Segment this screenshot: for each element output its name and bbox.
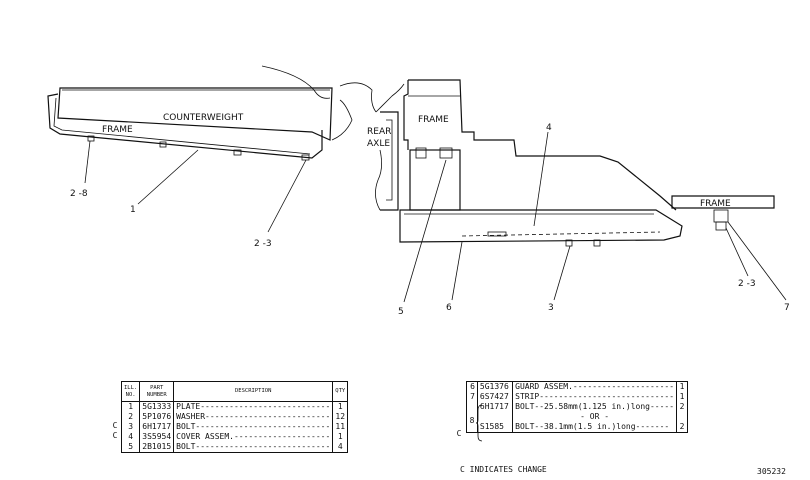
row-no: 1 [120, 401, 141, 412]
callout-2-3-left: 2 -3 [254, 239, 272, 249]
row-no: 4 [120, 432, 141, 442]
table-row: 2 5P1076 WASHER-------------------------… [120, 412, 349, 422]
row-qty: 1 [332, 401, 349, 412]
callout-2-3-right: 2 -3 [738, 279, 756, 289]
row-desc: BOLT---------------------------- [173, 422, 334, 432]
callout-1: 1 [130, 205, 136, 215]
row-part: 6S7427 [476, 392, 514, 402]
table-row: 1 5G1333 PLATE--------------------------… [120, 401, 349, 412]
counterweight-assembly [47, 65, 377, 233]
callout-3: 3 [548, 303, 554, 313]
row-qty: 1 [332, 432, 349, 442]
table-row: - OR - [466, 412, 688, 422]
table-row: 6H1717 BOLT--25.58mm(1.125 in.)long-----… [466, 402, 688, 412]
row-qty: 4 [332, 442, 349, 453]
row-desc: BOLT--38.1mm(1.5 in.)long------- [512, 422, 678, 433]
parts-table-1: ILL. NO. PART NUMBER DESCRIPTION QTY 1 5… [120, 381, 349, 453]
row-part: 5G1376 [476, 381, 514, 392]
row-desc: PLATE--------------------------- [173, 401, 334, 412]
row-qty: 2 [676, 402, 688, 412]
guard-assembly [375, 79, 787, 303]
table-header-row: ILL. NO. PART NUMBER DESCRIPTION QTY [120, 381, 349, 402]
counterweight-label: COUNTERWEIGHT [163, 113, 244, 123]
callout-4: 4 [546, 123, 552, 133]
callout-5: 5 [398, 307, 404, 317]
row-desc: STRIP---------------------------- [512, 392, 678, 402]
header-ill-no: ILL. NO. [120, 381, 141, 402]
row-no [466, 402, 478, 412]
row-qty: 12 [332, 412, 349, 422]
table-row: 7 6S7427 STRIP--------------------------… [466, 392, 688, 402]
row-desc: BOLT--25.58mm(1.125 in.)long----- [512, 402, 678, 412]
row-no: 7 [466, 392, 478, 402]
row-desc-or: - OR - [512, 412, 678, 422]
row-part [476, 412, 514, 422]
table-row: 4 3S5954 COVER ASSEM.-------------------… [120, 432, 349, 442]
row-part: 2B1015 [139, 442, 175, 453]
frame-left-label: FRAME [102, 125, 133, 135]
rear-label: REAR [367, 127, 391, 137]
change-mark-row-3: C [112, 431, 118, 440]
callout-7: 7 [784, 303, 790, 313]
row-no: 5 [120, 442, 141, 453]
row-qty: 1 [676, 392, 688, 402]
row-part: 6H1717 [139, 422, 175, 432]
change-note: C INDICATES CHANGE [460, 465, 547, 474]
header-part-number: PART NUMBER [139, 381, 175, 402]
row-part: 5G1333 [139, 401, 175, 412]
row-no: 3 [120, 422, 141, 432]
row-part: S1585 [476, 422, 514, 433]
change-mark-row-2: C [112, 421, 118, 430]
change-mark-group-8: C [456, 429, 462, 438]
row-part: 6H1717 [476, 402, 514, 412]
row-desc: COVER ASSEM.-------------------- [173, 432, 334, 442]
table-row: 3 6H1717 BOLT---------------------------… [120, 422, 349, 432]
axle-label: AXLE [367, 139, 390, 149]
row-no [466, 422, 478, 433]
row-no: 6 [466, 381, 478, 392]
row-part: 5P1076 [139, 412, 175, 422]
table-row: 6 5G1376 GUARD ASSEM.-------------------… [466, 381, 688, 392]
frame-right-label: FRAME [700, 199, 731, 209]
row-qty: 2 [676, 422, 688, 433]
row-qty: 11 [332, 422, 349, 432]
header-qty: QTY [332, 381, 349, 402]
frame-mid-label: FRAME [418, 115, 449, 125]
row-part: 3S5954 [139, 432, 175, 442]
table-row: 5 2B1015 BOLT---------------------------… [120, 442, 349, 453]
figure-number: 305232 [757, 467, 786, 476]
row-desc: GUARD ASSEM.--------------------- [512, 381, 678, 392]
callout-2-8: 2 -8 [70, 189, 88, 199]
parts-table-2: 6 5G1376 GUARD ASSEM.-------------------… [466, 381, 688, 433]
row-no: 2 [120, 412, 141, 422]
table-row: S1585 BOLT--38.1mm(1.5 in.)long------- 2 [466, 422, 688, 433]
row-desc: WASHER-------------------------- [173, 412, 334, 422]
row-desc: BOLT---------------------------- [173, 442, 334, 453]
row-no [466, 412, 478, 422]
row-qty: 1 [676, 381, 688, 392]
header-description: DESCRIPTION [173, 381, 334, 402]
row-qty [676, 412, 688, 422]
callout-6: 6 [446, 303, 452, 313]
